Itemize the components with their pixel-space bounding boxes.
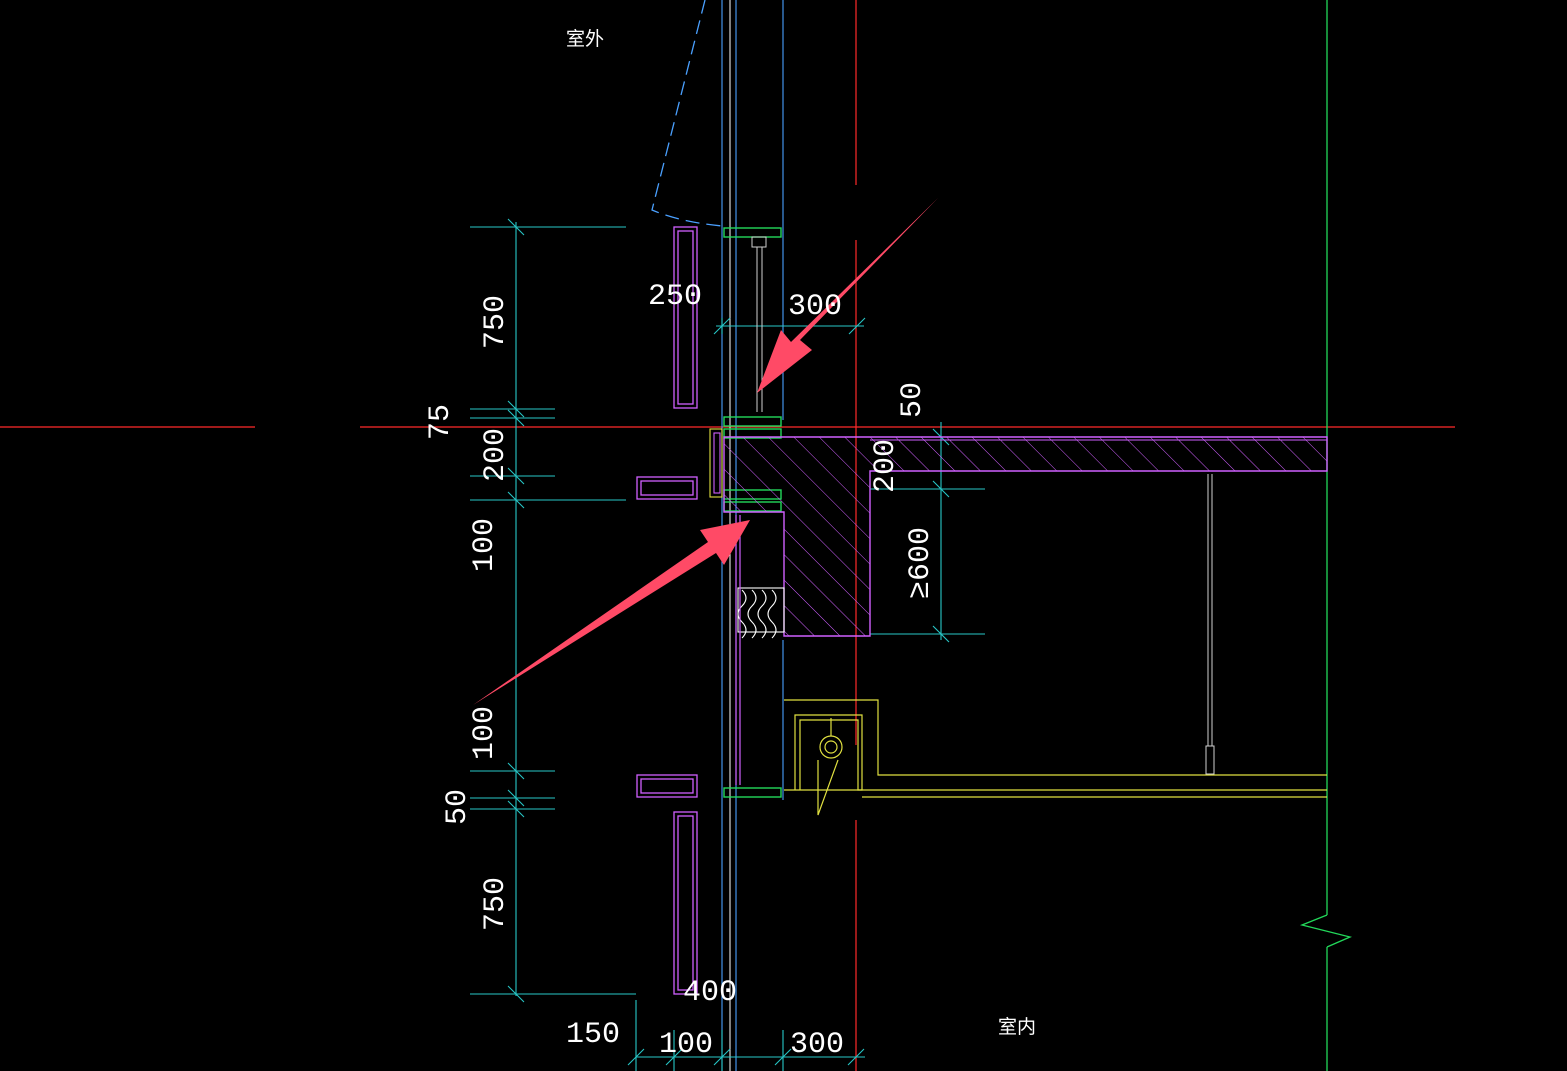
ceiling-curtain-box [784,699,1327,816]
swing-dashed-curve [651,0,723,227]
dim-150: 150 [566,1018,620,1052]
arrow-top [757,198,938,393]
dimension-labels: 750 250 300 75 200 50 200 ≥600 100 100 5… [424,280,938,1062]
dim-750-bottom: 750 [479,877,513,931]
annotation-arrows [473,198,938,705]
louver-profiles [636,226,698,995]
axis-lines [0,0,1455,1071]
dimension-lines [470,218,985,1071]
dim-750-top: 750 [479,295,513,349]
dim-100-b: 100 [468,706,502,760]
dim-100-a: 100 [468,518,502,572]
arrow-bottom [473,520,750,705]
dim-400: 400 [683,976,737,1010]
dim-50-right: 50 [896,382,930,418]
dim-600: ≥600 [904,527,938,599]
dim-300-bottom: 300 [790,1028,844,1062]
boundary-line [1299,0,1353,1071]
dim-300-top: 300 [788,290,842,324]
label-outdoor: 室外 [566,28,604,50]
insulation [737,587,785,639]
dim-75: 75 [424,404,458,440]
label-indoor: 室内 [998,1016,1036,1038]
floor-slab [723,436,1328,637]
dim-50-left: 50 [441,789,475,825]
dim-100-bottom: 100 [659,1028,713,1062]
dim-250: 250 [648,280,702,314]
dim-200-left: 200 [479,428,513,482]
dim-200-right: 200 [869,439,903,493]
